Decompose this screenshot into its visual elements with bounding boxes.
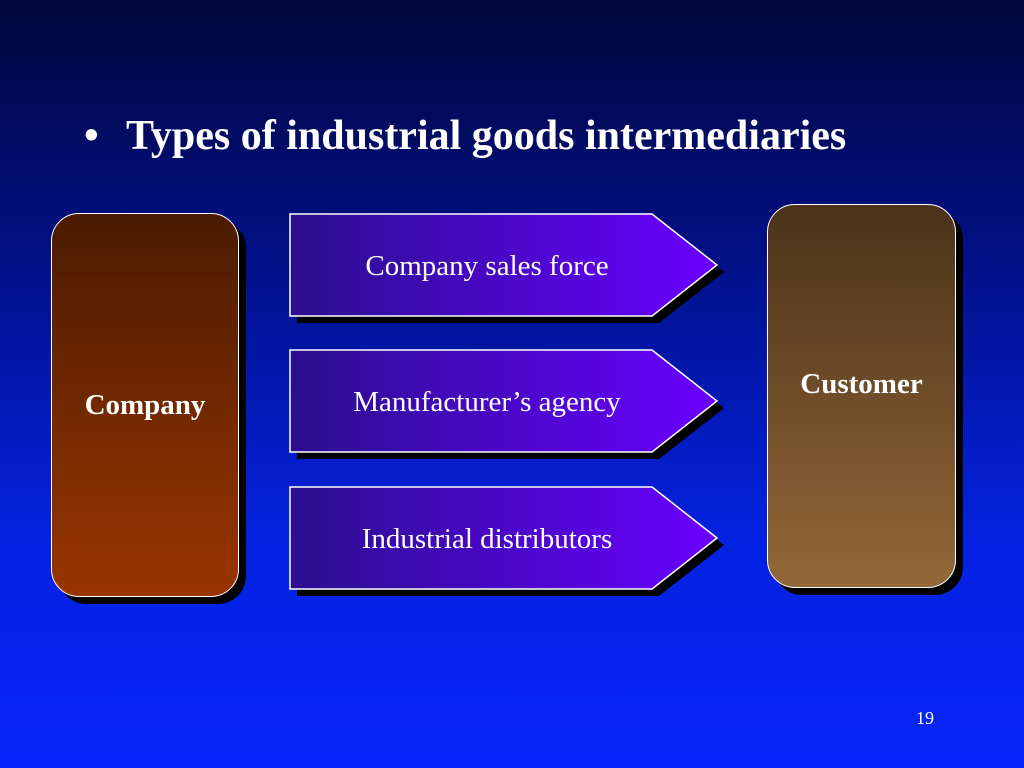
company-label: Company <box>84 388 206 421</box>
page-number: 19 <box>916 708 934 728</box>
channel-arrow-2 <box>289 349 724 459</box>
channel-arrow-1 <box>289 213 724 323</box>
company-box: Company <box>51 213 239 597</box>
channel-arrow-3 <box>289 486 724 596</box>
slide-title-text: Types of industrial goods intermediaries <box>126 113 847 159</box>
customer-label: Customer <box>800 367 923 400</box>
channel-label-manufacturers-agency: Manufacturer’s agency <box>353 386 621 418</box>
slide-title: • Types of industrial goods intermediarie… <box>84 108 846 164</box>
customer-box: Customer <box>767 204 956 588</box>
channel-label-industrial-distributors: Industrial distributors <box>361 523 613 555</box>
bullet-icon: • <box>84 113 99 159</box>
channel-label-sales-force: Company sales force <box>365 250 609 282</box>
